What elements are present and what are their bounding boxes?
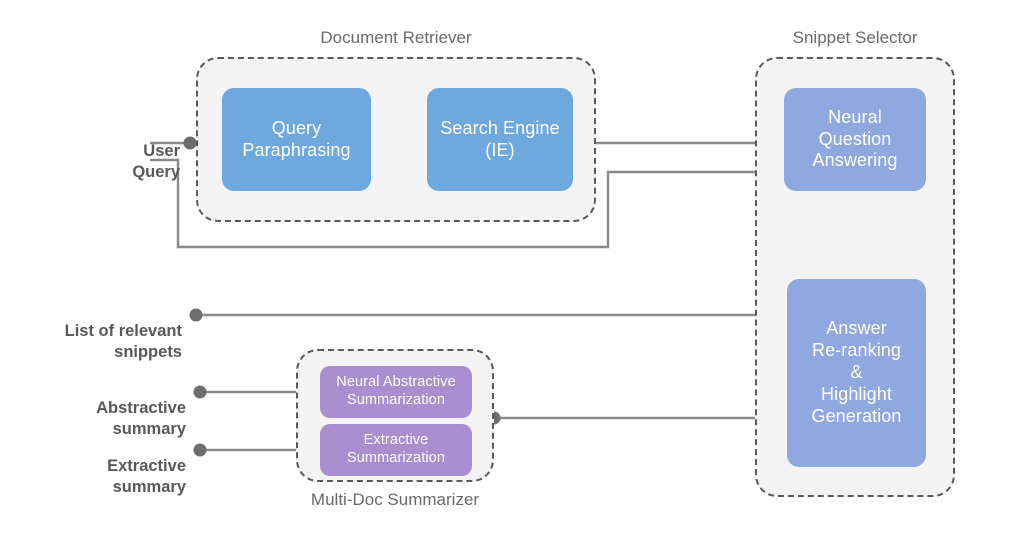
node-extractive-summarization[interactable]: Extractive Summarization: [320, 424, 472, 476]
io-label-list-of-snippets: List of relevant snippets: [14, 300, 182, 362]
node-label-neural-question-answering: Neural Question Answering: [812, 106, 898, 171]
node-label-query-paraphrasing: Query Paraphrasing: [242, 117, 351, 160]
dot-extractive-label: [193, 443, 207, 457]
node-neural-question-answering[interactable]: Neural Question Answering: [784, 88, 926, 191]
node-answer-reranking[interactable]: Answer Re-ranking & Highlight Generation: [787, 279, 926, 467]
node-label-search-engine: Search Engine (IE): [440, 117, 560, 160]
io-label-list-of-snippets-text: List of relevant snippets: [64, 321, 182, 361]
io-label-abstractive-summary: Abstractive summary: [18, 377, 186, 439]
group-title-multi-doc-summarizer: Multi-Doc Summarizer: [310, 490, 480, 509]
io-label-extractive-summary-text: Extractive summary: [107, 456, 186, 496]
dot-snippets-label: [189, 308, 203, 322]
node-search-engine[interactable]: Search Engine (IE): [427, 88, 573, 191]
io-label-abstractive-summary-text: Abstractive summary: [96, 398, 186, 438]
node-label-answer-reranking: Answer Re-ranking & Highlight Generation: [811, 318, 902, 426]
io-label-user-query-text: User Query: [132, 141, 180, 181]
io-label-extractive-summary: Extractive summary: [18, 435, 186, 497]
dot-user-query: [183, 136, 197, 150]
group-title-document-retriever: Document Retriever: [320, 28, 472, 47]
dot-abstractive-label: [193, 385, 207, 399]
io-label-user-query: User Query: [20, 120, 180, 182]
group-title-snippet-selector: Snippet Selector: [792, 28, 918, 47]
node-label-extractive-summarization: Extractive Summarization: [347, 432, 445, 466]
node-query-paraphrasing[interactable]: Query Paraphrasing: [222, 88, 371, 191]
node-label-neural-abstractive-summarization: Neural Abstractive Summarization: [336, 374, 456, 408]
node-neural-abstractive-summarization[interactable]: Neural Abstractive Summarization: [320, 366, 472, 418]
